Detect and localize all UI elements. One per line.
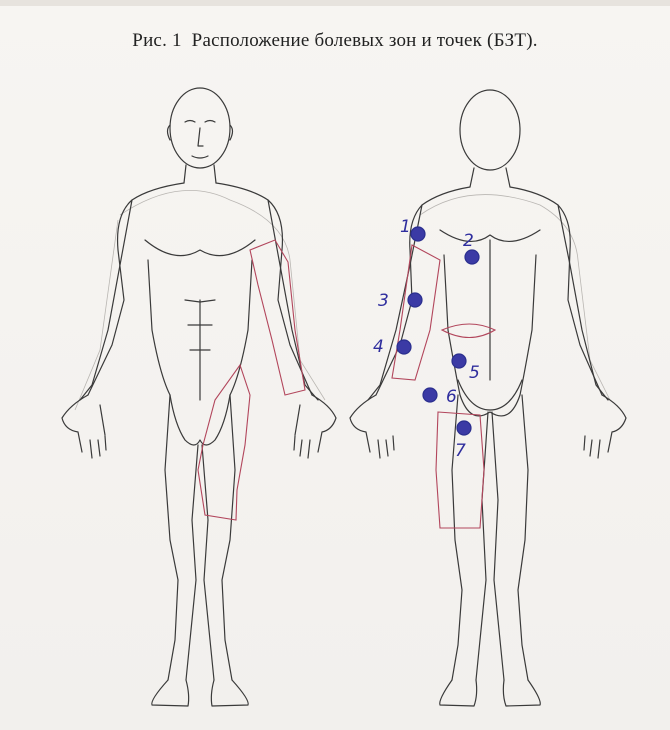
front-left-foot <box>152 680 189 706</box>
pain-point-2 <box>465 250 479 264</box>
pain-point-label-4: 4 <box>373 337 384 357</box>
pain-point-3 <box>408 293 422 307</box>
pain-point-4 <box>397 340 411 354</box>
front-left-hand <box>62 395 106 458</box>
pain-point-label-7: 7 <box>455 441 466 461</box>
pain-point-5 <box>452 354 466 368</box>
front-face <box>185 121 215 159</box>
front-right-hand <box>294 395 336 458</box>
back-left-hand <box>350 395 394 458</box>
front-arm-pain-zone <box>250 240 305 395</box>
back-right-hand <box>584 395 626 458</box>
back-lumbar-pain-zone <box>442 324 495 338</box>
pain-point-6 <box>423 388 437 402</box>
pain-point-1 <box>411 227 425 241</box>
pain-points: 1 2 3 4 5 6 7 <box>373 217 480 461</box>
back-left-foot <box>440 680 477 706</box>
back-right-foot <box>503 680 540 706</box>
front-figure <box>62 88 336 706</box>
pain-point-label-2: 2 <box>463 231 474 251</box>
pain-point-label-5: 5 <box>469 363 480 383</box>
front-right-foot <box>211 680 248 706</box>
back-head <box>460 90 520 170</box>
pain-point-label-1: 1 <box>400 217 411 237</box>
pain-point-7 <box>457 421 471 435</box>
back-figure <box>350 90 626 706</box>
pain-point-label-6: 6 <box>446 387 457 407</box>
pain-point-label-3: 3 <box>378 291 389 311</box>
